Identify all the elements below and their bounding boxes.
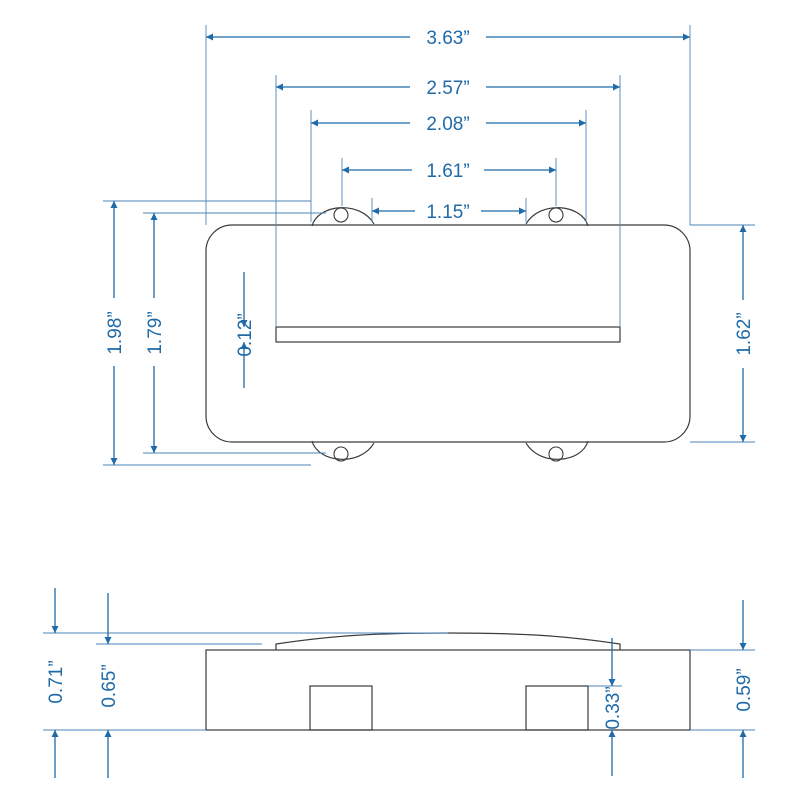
label-blade-width: 0.12” <box>235 313 256 356</box>
label-inner-mount-holes: 1.61” <box>426 161 469 182</box>
dim-total-height: 0.71” <box>46 588 67 778</box>
mounting-ear-bottom-right <box>525 440 589 460</box>
mounting-hole-bottom-right <box>548 446 564 462</box>
mounting-hole-bottom-left <box>333 446 349 462</box>
label-foot-height: 0.33” <box>603 686 624 729</box>
dim-blade-length: 2.57” <box>276 78 620 99</box>
dim-body-height: 0.59” <box>734 600 755 778</box>
dim-foot-height: 0.33” <box>603 638 624 776</box>
mounting-hole-top-right <box>548 207 564 223</box>
label-blade-length: 2.57” <box>426 78 469 99</box>
label-ear-gap: 1.15” <box>426 202 469 223</box>
dim-inner-mount-holes: 1.61” <box>342 161 556 182</box>
dim-outer-mount-holes: 2.08” <box>311 114 586 135</box>
dim-mount-hole-spacing: 1.79” <box>145 213 166 453</box>
mounting-ear-bottom-left <box>311 440 375 460</box>
extension-lines-side <box>43 632 755 731</box>
label-body-width: 1.62” <box>734 312 755 355</box>
dim-ear-gap: 1.15” <box>372 202 526 223</box>
top-view: 3.63” 2.57” 2.08” 1.61” 1.15” 1.98” <box>103 25 755 466</box>
pickup-body-outline <box>205 224 691 443</box>
label-total-height: 0.71” <box>46 660 67 703</box>
mounting-ear-top-left <box>311 207 375 227</box>
side-view: 0.71” 0.65” 0.59” 0.33” <box>43 588 755 778</box>
pickup-blade <box>275 326 621 343</box>
label-outer-mount-holes: 2.08” <box>426 114 469 135</box>
label-body-height: 0.59” <box>734 668 755 711</box>
side-foot-right <box>525 685 589 731</box>
label-mount-hole-spacing: 1.79” <box>145 311 166 354</box>
side-cover-dome <box>275 632 621 650</box>
dim-overall-length: 3.63” <box>206 28 690 49</box>
mounting-hole-top-left <box>333 207 349 223</box>
side-body-outline <box>205 649 691 731</box>
label-height-to-cover: 0.65” <box>99 664 120 707</box>
dim-blade-width: 0.12” <box>235 272 256 388</box>
side-foot-left <box>309 685 373 731</box>
dim-height-to-cover: 0.65” <box>99 593 120 778</box>
label-overall-width: 1.98” <box>105 311 126 354</box>
label-overall-length: 3.63” <box>426 28 469 49</box>
dim-body-width: 1.62” <box>734 225 755 442</box>
mounting-ear-top-right <box>525 207 589 227</box>
dim-overall-width: 1.98” <box>105 201 126 465</box>
